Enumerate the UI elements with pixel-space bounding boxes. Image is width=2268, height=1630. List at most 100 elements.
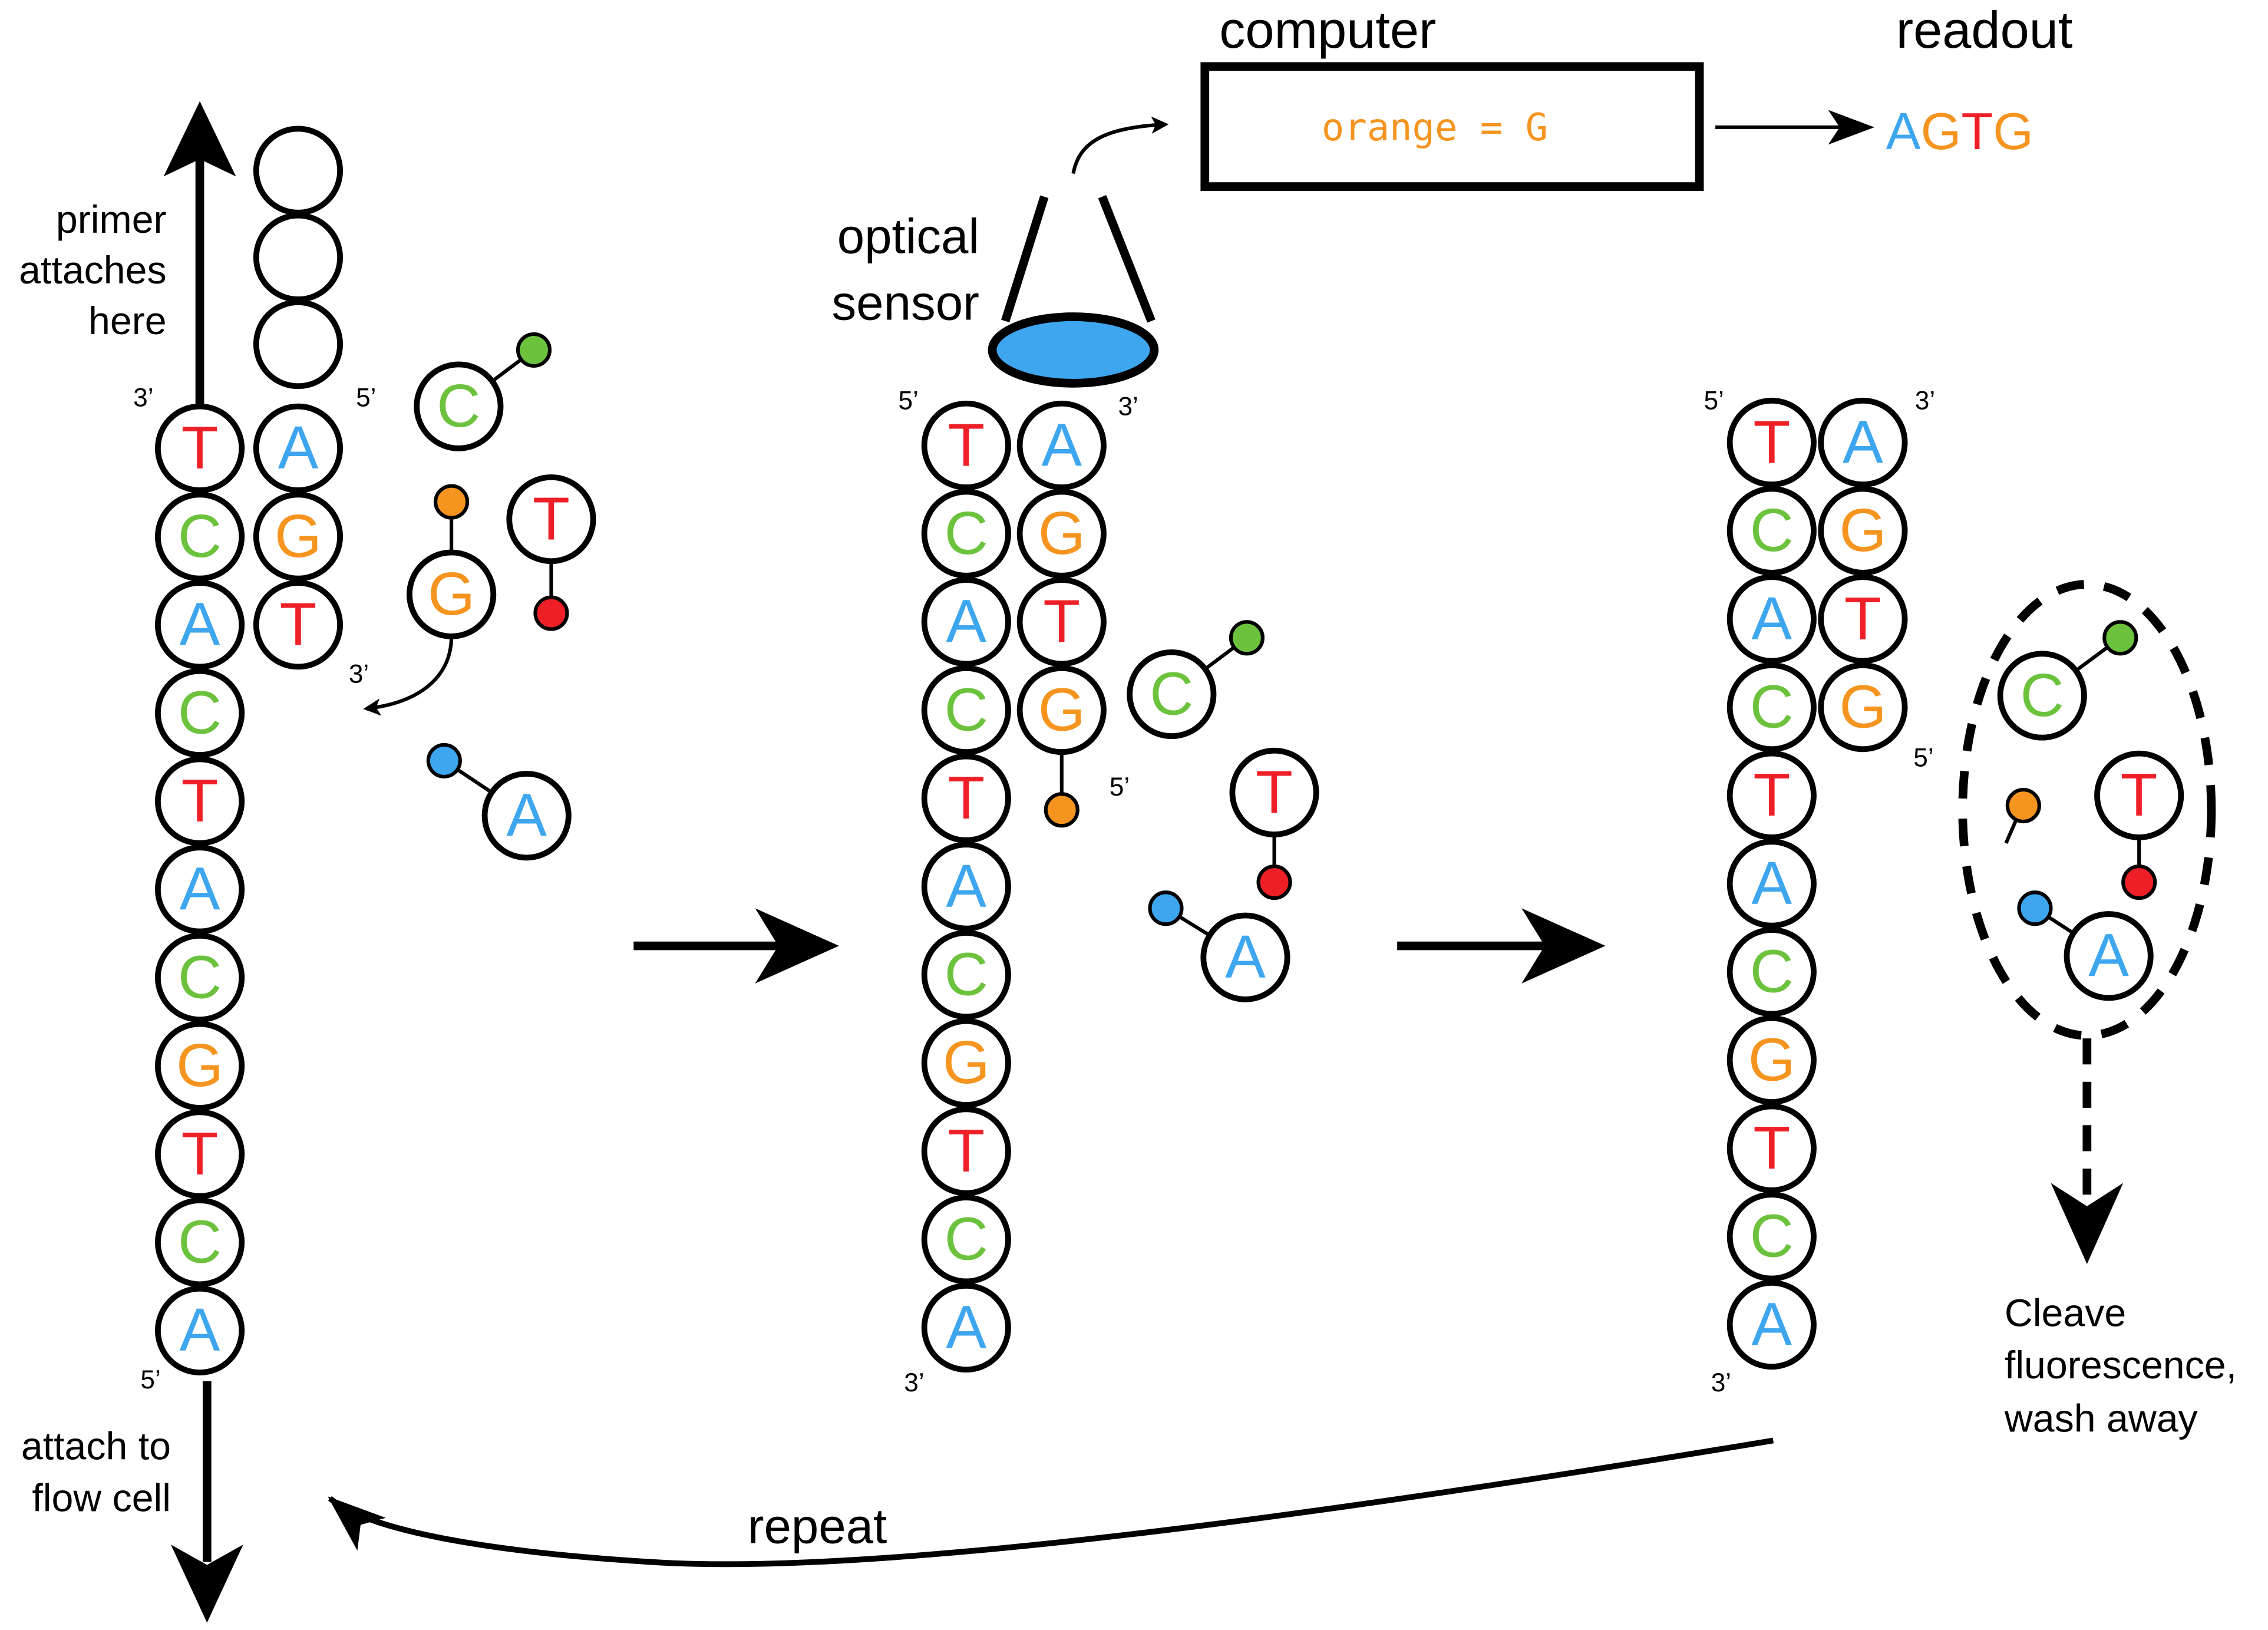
- p2-template-bead-8: G: [921, 1018, 1011, 1108]
- p3-washed-nucleotide-t-fluorophore-icon: [2121, 865, 2157, 900]
- p1-template-bead-11: A: [154, 1285, 245, 1375]
- p1-template-bead-3: A: [154, 580, 245, 670]
- computer-text: orange = G: [1322, 106, 1548, 150]
- step-arrowhead-2-icon: [1521, 908, 1606, 984]
- p3-complement-bead-1: A: [1818, 397, 1908, 488]
- p1-free-nucleotide-a-base: A: [481, 771, 572, 861]
- p1-complement-bead-3-letter: T: [279, 590, 316, 658]
- p2-free-nucleotide-a-base-circle: [1200, 912, 1290, 1002]
- p3-washed-nucleotide-c-base-letter: C: [2021, 661, 2064, 729]
- p2-free-nucleotide-t-base-letter: T: [1256, 758, 1293, 826]
- p3-washed-nucleotide-c-base: C: [1997, 651, 2087, 741]
- p1-free-nucleotide-a-base-letter: A: [506, 781, 547, 849]
- p2-free-nucleotide-c: C: [1127, 620, 1265, 740]
- p2-complement-bead-3-letter: T: [1043, 588, 1080, 655]
- p1-free-nucleotide-g-base: G: [407, 549, 497, 639]
- p2-complement-bead-4: G: [1016, 665, 1107, 755]
- p3-washed-nucleotide-t-base-circle: [2094, 750, 2184, 840]
- p1-primer-bead-3: [253, 299, 344, 390]
- p3-template-bead-3-circle: [1726, 574, 1817, 664]
- p1-free-nucleotide-a: A: [426, 743, 572, 861]
- p3-complement-bead-2: G: [1818, 486, 1908, 576]
- p2-complement-bead-4-letter: G: [1038, 675, 1085, 743]
- p1-free-nucleotide-a-base-circle: [481, 771, 572, 861]
- p2-free-nucleotide-t-fluorophore-icon: [1256, 865, 1292, 900]
- p3-complement-bead-4-circle: [1818, 662, 1908, 753]
- p1-template-bead-9-letter: T: [181, 1120, 219, 1187]
- wash-arrowhead-down-icon: [2051, 1183, 2124, 1264]
- computer-box: [1200, 62, 1704, 191]
- p1-free-nucleotide-c-base: C: [414, 361, 504, 451]
- p1-free-nucleotide-g-base-letter: G: [428, 560, 475, 628]
- p2-template-bead-8-letter: G: [943, 1028, 990, 1096]
- p3-template-bead-7-letter: C: [1750, 938, 1794, 1005]
- sensor-lens-icon: [988, 312, 1159, 388]
- p3-end-label-bottom: 3’: [1711, 1368, 1731, 1397]
- p1-template-bead-2-letter: C: [178, 502, 222, 570]
- p1-free-nucleotide-c-base-circle: [414, 361, 504, 451]
- p2-template-bead-4-letter: C: [945, 675, 988, 743]
- p2-end-label-top-right: 3’: [1118, 392, 1138, 421]
- p1-template-bead-11-letter: A: [180, 1296, 220, 1364]
- p2-free-nucleotide-t-base: T: [1229, 747, 1319, 837]
- readout-base-4: G: [1993, 102, 2033, 160]
- p3-washed-nucleotide-t: T: [2094, 750, 2184, 900]
- sensor-label-line-2: sensor: [831, 275, 979, 330]
- p3-end-label-new: 5’: [1913, 744, 1933, 773]
- p1-template-bead-10-letter: C: [178, 1208, 222, 1276]
- p1-template-bead-5-circle: [154, 756, 245, 846]
- p2-complement-bead-1-circle: [1016, 400, 1107, 490]
- p2-free-nucleotide-c-base-letter: C: [1150, 659, 1193, 727]
- p3-complement-bead-2-circle: [1818, 486, 1908, 576]
- p1-free-nucleotides: C GT A: [407, 332, 596, 861]
- cleave-label-line-2: fluorescence,: [2005, 1344, 2237, 1387]
- p2-complement-bead-1-letter: A: [1041, 411, 1082, 479]
- p1-template-bead-11-circle: [154, 1285, 245, 1375]
- p2-template-bead-10-circle: [921, 1195, 1011, 1285]
- p2-free-nucleotide-c-base-circle: [1127, 649, 1217, 740]
- p2-complement-strand: AGTG: [1016, 400, 1107, 828]
- p1-template-bead-10: C: [154, 1197, 245, 1288]
- p1-template-bead-1-letter: T: [181, 414, 219, 481]
- p3-template-bead-4: C: [1726, 662, 1817, 753]
- p3-template-bead-9-letter: T: [1753, 1114, 1790, 1182]
- sensor-to-computer-arrow: [1071, 116, 1169, 174]
- p1-complement-bead-1-circle: [253, 403, 344, 493]
- p3-template-bead-11: A: [1726, 1279, 1817, 1370]
- p3-complement-bead-4-letter: G: [1839, 672, 1886, 740]
- p1-template-bead-7-circle: [154, 932, 245, 1023]
- p3-template-bead-6: A: [1726, 839, 1817, 929]
- p1-template-bead-9-circle: [154, 1109, 245, 1199]
- p2-complement-bead-2-circle: [1016, 489, 1107, 579]
- p2-template-bead-6: A: [921, 842, 1011, 932]
- readout-title: readout: [1896, 1, 2073, 59]
- p1-free-nucleotide-c-fluorophore-icon: [516, 332, 552, 368]
- p3-template-bead-2: C: [1726, 486, 1817, 576]
- primer-label-line-2: attaches: [19, 249, 166, 292]
- p3-template-bead-10: C: [1726, 1192, 1817, 1282]
- optical-sensor: [988, 195, 1159, 388]
- p1-free-nucleotide-g-fluorophore-icon: [434, 484, 470, 520]
- primer-label-line-1: primer: [56, 198, 167, 242]
- p2-end-label-new: 5’: [1110, 773, 1130, 801]
- p3-complement-bead-3-letter: T: [1844, 585, 1881, 652]
- p2-template-bead-3-letter: A: [946, 588, 986, 655]
- p2-free-nucleotide-a-base-letter: A: [1225, 923, 1266, 991]
- readout-base-1: A: [1886, 102, 1921, 160]
- p1-free-nucleotide-c-base-letter: C: [437, 372, 480, 440]
- p2-template-bead-9-circle: [921, 1106, 1011, 1196]
- p1-complement-bead-2: G: [253, 491, 344, 582]
- p2-complement-bead-2: G: [1016, 489, 1107, 579]
- p1-free-nucleotide-t: T: [506, 474, 596, 631]
- readout-base-3: T: [1961, 102, 1993, 160]
- p1-complement-strand: AGT: [253, 403, 344, 670]
- p2-free-nucleotide-c-base: C: [1127, 649, 1217, 740]
- p1-template-bead-8: G: [154, 1021, 245, 1111]
- p3-template-bead-4-circle: [1726, 662, 1817, 753]
- p2-template-bead-9-letter: T: [948, 1117, 985, 1184]
- p1-primer-bead-1-circle: [253, 126, 344, 216]
